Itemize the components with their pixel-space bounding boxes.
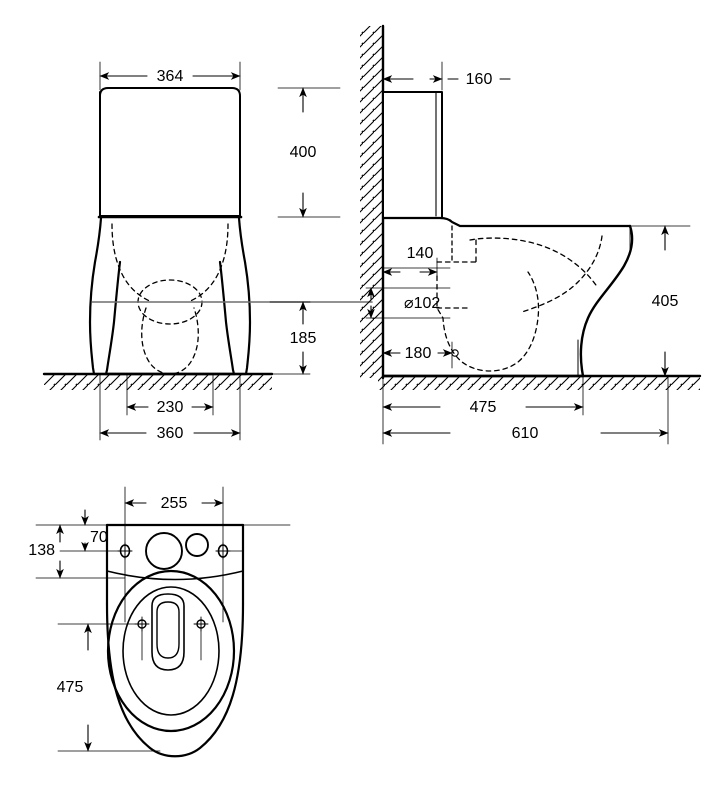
plan-cistern-top [105,523,245,606]
flush-button-large[interactable] [145,532,183,570]
dimension-475-plan: 475 [57,623,92,752]
fixing-point-marker [451,349,459,357]
dimension-360-label: 360 [157,425,184,442]
dimension-364: 364 [99,68,241,85]
dimension-diameter-102-label: ⌀102 [404,295,440,312]
plan-view: 255 70 138 475 [28,486,291,758]
front-bowl-outline [88,216,252,376]
plan-water-area-inner [156,601,180,659]
dimension-138-label: 138 [28,542,55,559]
plan-bowl-outline [105,569,245,758]
dimension-255-label: 255 [161,495,188,512]
dimension-180-label: 180 [405,345,432,362]
dimension-475-plan-label: 475 [57,679,84,696]
dimension-360: 360 [99,425,241,442]
dimension-138: 138 [28,524,64,579]
dimension-255: 255 [124,495,224,512]
dimension-180: 180 [382,345,459,362]
plan-extension-lines [35,486,291,752]
front-elevation-view: 364 230 360 [42,61,373,442]
dimension-364-label: 364 [157,68,184,85]
side-hidden-bowl-lines [436,225,603,372]
side-elevation-view: 160 140 ⌀102 [360,24,702,445]
dimension-400-label: 400 [290,144,317,161]
plan-pan-fixing-holes [134,616,209,632]
plan-seat-inner [122,586,220,716]
front-extension-lines [99,61,241,441]
front-floor [42,372,274,390]
dimension-70: 70 [81,509,108,552]
dimension-475-side-label: 475 [470,399,497,416]
side-cistern-outline [383,91,443,219]
dimension-70-label: 70 [90,529,108,546]
dimension-475-side: 475 [382,399,584,416]
front-cistern-outline [97,87,243,219]
dimension-405-label: 405 [652,293,679,310]
dimension-230-label: 230 [157,399,184,416]
dimension-160: 160 [382,71,511,88]
dimension-140-label: 140 [407,245,434,262]
plan-seat-outer [106,569,236,733]
plan-water-area-outer [151,593,185,671]
dimension-405: 405 [652,225,679,377]
dimension-diameter-102: ⌀102 [367,287,440,319]
dimension-610-label: 610 [512,425,539,442]
front-hidden-bowl-lines [111,223,229,375]
dimension-185-label: 185 [290,330,317,347]
dimension-610: 610 [382,425,669,442]
dimension-230: 230 [126,399,214,416]
dimension-140: 140 [382,245,438,276]
plan-flush-buttons [145,532,209,570]
flush-button-small[interactable] [185,533,209,557]
side-wall [360,24,385,380]
dimension-160-label: 160 [466,71,493,88]
dimension-400: 400 [277,87,341,218]
dimension-185: 185 [269,301,317,375]
side-floor [378,374,702,390]
